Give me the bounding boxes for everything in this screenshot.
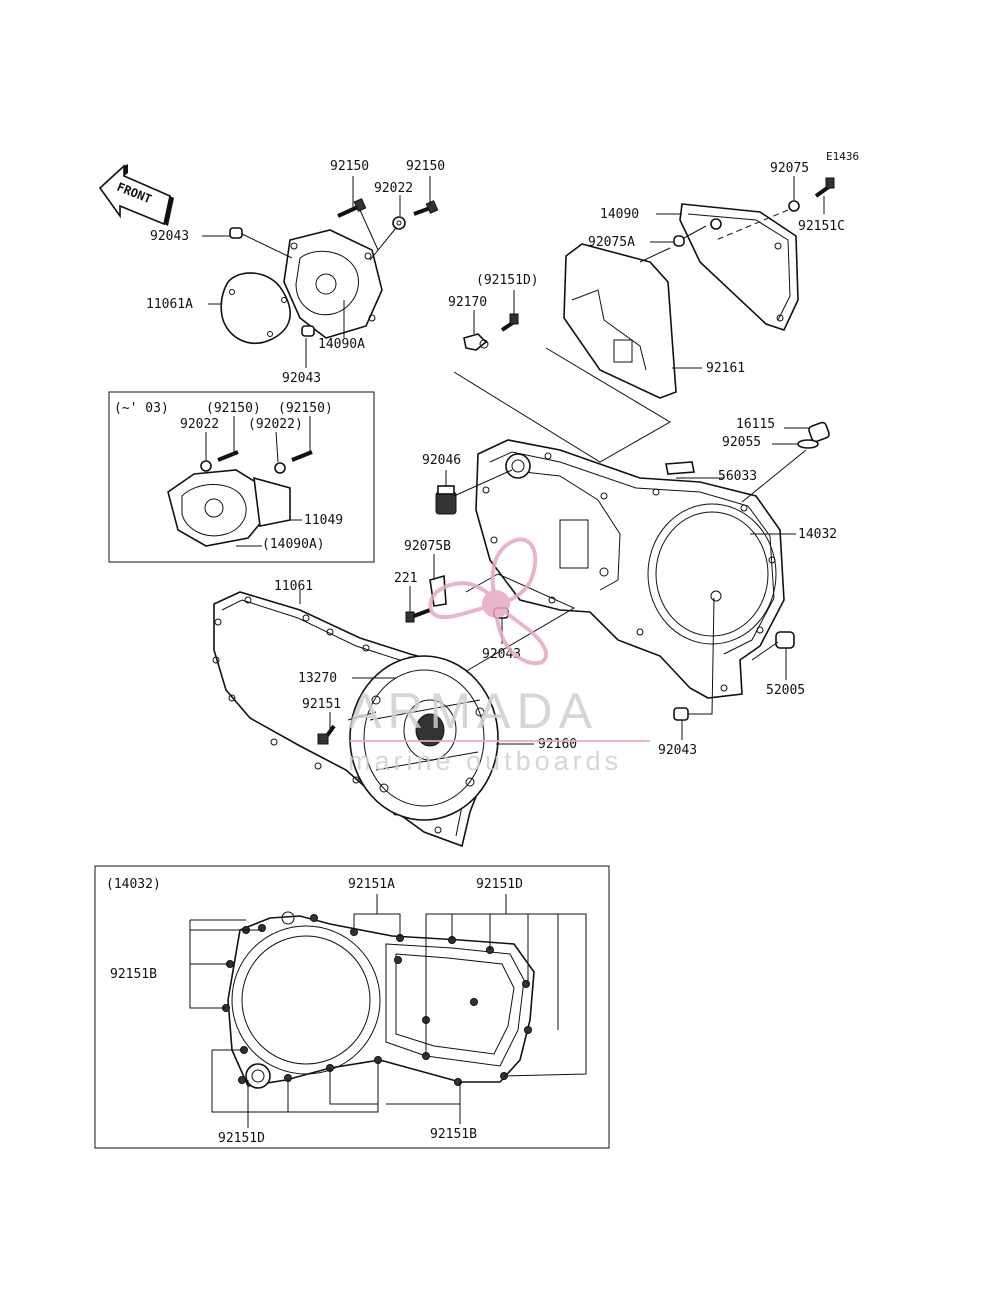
label-92150-b: 92150 bbox=[406, 159, 445, 174]
label-92046: 92046 bbox=[422, 453, 461, 468]
label-cover-92151b-left: 92151B bbox=[110, 967, 157, 982]
label-11061: 11061 bbox=[274, 579, 313, 594]
label-221: 221 bbox=[394, 571, 417, 586]
cover-bolt-map bbox=[222, 911, 535, 1089]
label-early-11049: 11049 bbox=[304, 513, 343, 528]
seal-seat bbox=[505, 453, 531, 479]
washer-92022 bbox=[392, 216, 406, 230]
seal-52005 bbox=[775, 631, 795, 680]
pump-cover-group bbox=[202, 176, 439, 368]
cap-16115 bbox=[784, 421, 830, 443]
propeller-logo-icon bbox=[428, 537, 549, 666]
bolt-92150-b bbox=[413, 200, 439, 216]
dowel-92043-b bbox=[301, 325, 315, 337]
inset-cover-label: (14032) bbox=[106, 877, 161, 892]
label-92055: 92055 bbox=[722, 435, 761, 450]
o-ring-92055 bbox=[797, 439, 819, 449]
watermark: ARMADA marine outboards bbox=[348, 537, 650, 776]
cover-14090-group bbox=[563, 176, 835, 399]
plate-13270 bbox=[349, 655, 499, 821]
label-early-92022-paren: (92022) bbox=[248, 417, 303, 432]
clamp-92170 bbox=[463, 310, 489, 351]
filler-92046 bbox=[435, 469, 513, 515]
label-92043-a: 92043 bbox=[150, 229, 189, 244]
label-92075a: 92075A bbox=[588, 235, 635, 250]
label-14090a: 14090A bbox=[318, 337, 365, 352]
cover-14090a bbox=[283, 229, 383, 339]
cover-14090 bbox=[679, 203, 799, 331]
label-early-92150-paren-b: (92150) bbox=[278, 401, 333, 416]
early-pump-cover bbox=[167, 416, 313, 547]
label-early-14090a-paren: (14090A) bbox=[262, 537, 325, 552]
label-cover-92151b-bottom: 92151B bbox=[430, 1127, 477, 1142]
inset-early-label: (~' 03) bbox=[114, 401, 169, 416]
dowel-92043-a bbox=[229, 227, 243, 239]
bolt-92151 bbox=[317, 711, 377, 745]
bolt-92151d-paren bbox=[500, 290, 519, 332]
label-92150-a: 92150 bbox=[330, 159, 369, 174]
label-cover-92151d-top: 92151D bbox=[476, 877, 523, 892]
label-plate-56033 bbox=[665, 461, 695, 475]
label-92075: 92075 bbox=[770, 161, 809, 176]
label-92022: 92022 bbox=[374, 181, 413, 196]
diagram-code: E1436 bbox=[826, 150, 859, 163]
inset-cover-14032 bbox=[94, 865, 610, 1149]
grommet-92075 bbox=[788, 200, 800, 212]
label-16115: 16115 bbox=[736, 417, 775, 432]
label-92043-b: 92043 bbox=[282, 371, 321, 386]
label-92151: 92151 bbox=[302, 697, 341, 712]
label-92151d-paren: (92151D) bbox=[476, 273, 539, 288]
watermark-tagline: marine outboards bbox=[348, 746, 622, 776]
bolt-92150-a bbox=[337, 198, 367, 218]
early-plate-11049 bbox=[253, 476, 291, 527]
label-cover-92151d-bottom: 92151D bbox=[218, 1131, 265, 1146]
label-11061a: 11061A bbox=[146, 297, 193, 312]
label-92151c: 92151C bbox=[798, 219, 845, 234]
label-92170: 92170 bbox=[448, 295, 487, 310]
label-early-92022: 92022 bbox=[180, 417, 219, 432]
label-92043-d: 92043 bbox=[658, 743, 697, 758]
cover-bolt-leaders bbox=[189, 894, 587, 1128]
label-52005: 52005 bbox=[766, 683, 805, 698]
label-13270: 13270 bbox=[298, 671, 337, 686]
label-14090: 14090 bbox=[600, 207, 639, 222]
bolt-221 bbox=[405, 586, 431, 623]
crankcase-cover-14032 bbox=[475, 439, 785, 699]
front-arrow-icon: FRONT bbox=[98, 164, 174, 226]
label-early-92150-paren-a: (92150) bbox=[206, 401, 261, 416]
label-cover-92151a: 92151A bbox=[348, 877, 395, 892]
watermark-brand: ARMADA bbox=[348, 683, 598, 739]
inset-early-models bbox=[108, 391, 375, 563]
label-92075b: 92075B bbox=[404, 539, 451, 554]
label-14032: 14032 bbox=[798, 527, 837, 542]
grommet-92075a bbox=[673, 235, 685, 247]
gasket-11061a bbox=[220, 272, 291, 345]
label-56033: 56033 bbox=[718, 469, 757, 484]
cover-92161 bbox=[563, 243, 677, 399]
label-92161: 92161 bbox=[706, 361, 745, 376]
dowel-92043-d bbox=[673, 707, 689, 721]
bolt-92151c bbox=[814, 177, 835, 198]
